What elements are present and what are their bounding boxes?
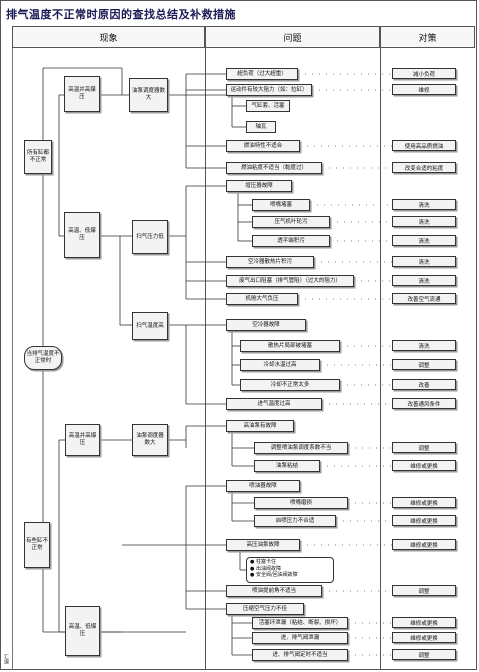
high-temp-high-burst-2-box: 高温并高爆压 xyxy=(65,424,100,456)
problem-overload: 超负荷（过大超重） xyxy=(226,68,298,80)
problem-fin-blocked: 散热片局部被堵塞 xyxy=(240,340,340,352)
detail-item: ● 安全阀/回油阀故障 xyxy=(250,572,298,578)
all-cylinders-box: 所有缸都不正常 xyxy=(24,140,52,174)
measure-improve-1: 改善 xyxy=(392,379,456,390)
measure-clean-2: 清洗 xyxy=(392,216,456,227)
header-measure: 对策 xyxy=(380,26,475,48)
column-divider-1 xyxy=(205,48,206,670)
problem-opening-pressure: 启喷压力不合适 xyxy=(254,515,336,527)
high-temp-high-burst-box: 高温并高爆压 xyxy=(64,76,100,112)
problem-exhaust-back: 废气出口阻塞（排气管阻）（过大的阻力） xyxy=(226,275,354,287)
problem-engine-room-air: 机舱大气负压 xyxy=(226,293,298,305)
fuel-timing-box-2: 油泵调度器数大 xyxy=(132,424,168,456)
high-temp-low-burst-box: 高温、低爆压 xyxy=(64,212,100,258)
problem-turbo-fault: 增压器故障 xyxy=(226,180,292,192)
scav-pressure-low-box: 扫气压力低 xyxy=(132,220,168,254)
measure-adjust-viscosity: 改变合适的粘度 xyxy=(392,162,456,173)
measure-clean-3: 清洗 xyxy=(392,235,456,246)
problem-hp-pump-fault: 高压油泵故障 xyxy=(226,539,300,551)
problem-cooler-dirty: 空冷器散热片积污 xyxy=(226,256,314,268)
measure-change-fuel: 使用高品质燃油 xyxy=(392,140,456,151)
measure-clean-6: 清洗 xyxy=(392,340,456,351)
measure-repair-replace-5: 维修或更换 xyxy=(392,617,456,628)
header-phenomenon: 现象 xyxy=(12,26,205,48)
measure-repair-replace-2: 维修或更换 xyxy=(392,497,456,508)
problem-valve-timing-wrong: 进、排气阀定时不适当 xyxy=(252,649,348,661)
measure-repair-replace-4: 维修或更换 xyxy=(392,539,456,550)
problem-bearing: 轴瓦 xyxy=(246,121,276,133)
side-label: 汇编 xyxy=(3,654,9,664)
problem-turbine-dirty: 透平端积污 xyxy=(252,235,330,247)
problem-adjust-fuel-index: 调整喷油泵调度系数不当 xyxy=(254,442,348,454)
measure-adjust-1: 调整 xyxy=(392,359,456,370)
problem-compression-low: 压缩空气压力不佳 xyxy=(226,603,304,615)
problem-nozzle-wear: 喷嘴磨损 xyxy=(254,497,348,509)
problem-compressor-dirty: 压气机叶轮污 xyxy=(252,216,330,228)
fuel-timing-box-1: 油泵调度器数大 xyxy=(129,78,168,112)
problem-fuel-viscosity: 燃油粘度不适当（黏度过） xyxy=(226,162,322,174)
measure-clean-1: 清洗 xyxy=(392,199,456,210)
column-divider-2 xyxy=(380,48,381,670)
problem-cold-unbalanced: 冷却不正常太多 xyxy=(240,379,340,391)
detail-item: ● 出油阀故障 xyxy=(250,565,281,572)
measure-clean-4: 清洗 xyxy=(392,256,456,267)
hp-pump-fault-detail-list: ● 柱塞卡住 ● 出油阀故障 ● 安全阀/回油阀故障 xyxy=(246,557,334,583)
problem-nozzle-block: 喷嘴堵塞 xyxy=(252,199,310,211)
high-temp-low-burst-2-box: 高温、低爆压 xyxy=(65,606,100,656)
header-problem: 问题 xyxy=(205,26,380,48)
some-cylinders-box: 有些缸不正常 xyxy=(24,522,50,568)
root-phenomenon-box: 当排气温度不正常时 xyxy=(24,346,62,370)
problem-cooler-fault: 空冷器故障 xyxy=(226,319,306,331)
problem-piston-leak: 活塞环泄漏（粘结、断裂、损坏） xyxy=(252,617,348,629)
problem-fuel-unsuitable: 燃油特性不适合 xyxy=(226,140,300,152)
detail-item: ● 柱塞卡住 xyxy=(250,559,276,565)
problem-fuel-pump-fault: 高油泵有故障 xyxy=(226,420,294,432)
problem-valve-timing: 喷油提前角不适当 xyxy=(226,585,322,597)
problem-air-temp-high: 进气温度过高 xyxy=(226,398,322,410)
scav-temp-high-box: 扫气温度高 xyxy=(132,312,168,340)
problem-injector-fault: 喷油器故障 xyxy=(226,480,300,492)
measure-repair-replace-6: 维修或更换 xyxy=(392,632,456,643)
measure-repair-replace-1: 维修或更换 xyxy=(392,460,456,471)
problem-fuel-stuck: 油泵粘结 xyxy=(254,460,320,472)
side-strip xyxy=(2,26,13,670)
diagram-title: 排气温度不正常时原因的查找总结及补救措施 xyxy=(6,8,236,21)
problem-engine-resistance: 运动件有较大阻力（如：拉缸） xyxy=(226,84,312,96)
problem-exhaust-valve-leak: 进、排气阀泄漏 xyxy=(252,632,348,644)
measure-reduce-load: 减小负荷 xyxy=(392,68,456,79)
measure-adjust-3: 调整 xyxy=(392,585,456,596)
measure-clean-5: 清洗 xyxy=(392,275,456,286)
problem-piston-ring: 气缸套、活塞 xyxy=(246,100,290,112)
measure-repair: 维修 xyxy=(392,84,456,95)
measure-repair-replace-3: 维修或更换 xyxy=(392,515,456,526)
measure-improve-air: 改善空气流通 xyxy=(392,293,456,304)
measure-adjust-4: 调整 xyxy=(392,649,456,660)
measure-adjust-2: 调整 xyxy=(392,442,456,453)
measure-improve-env: 改善通风条件 xyxy=(392,398,456,409)
problem-cooling-water-high: 冷却水温过高 xyxy=(240,359,320,371)
